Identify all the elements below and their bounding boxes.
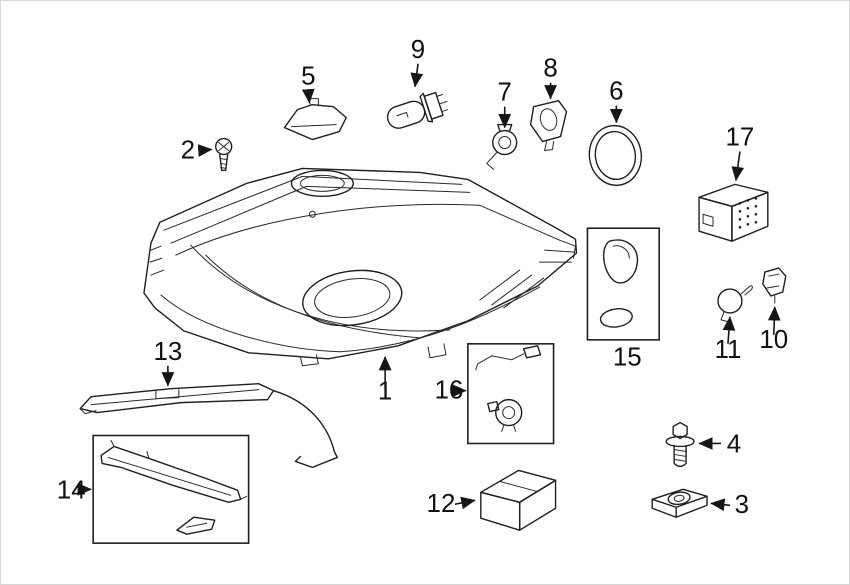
part-label-4: 4 <box>727 430 741 458</box>
headlamp-assembly-drawing <box>143 167 578 367</box>
bulb-drawing <box>386 91 448 129</box>
cover-cap-drawing <box>283 98 347 141</box>
part-label-16: 16 <box>435 377 464 405</box>
bolt-drawing <box>665 421 695 468</box>
part-9-arrow <box>410 63 424 88</box>
part-label-9: 9 <box>411 36 425 64</box>
part-17-arrow <box>731 151 745 182</box>
part-label-1: 1 <box>378 378 392 406</box>
seal-kit-box-drawing <box>586 227 660 341</box>
part-2-arrow <box>197 144 213 157</box>
part-label-11: 11 <box>715 336 742 364</box>
part-3-arrow <box>710 498 731 512</box>
part-5-arrow <box>301 88 315 104</box>
part-label-6: 6 <box>609 78 623 106</box>
part-label-17: 17 <box>726 124 755 152</box>
part-label-8: 8 <box>543 55 557 83</box>
part-label-12: 12 <box>427 490 456 518</box>
part-label-15: 15 <box>613 344 642 372</box>
part-label-10: 10 <box>759 326 788 354</box>
part-label-2: 2 <box>181 136 195 164</box>
trim-strip-kit-box-drawing <box>92 434 250 544</box>
part-11-arrow <box>722 316 736 344</box>
round-bulb-drawing <box>717 285 753 323</box>
bulb-socket-drawing <box>486 123 518 170</box>
wiring-kit-box-drawing <box>467 343 555 445</box>
part-label-5: 5 <box>301 63 315 91</box>
gasket-ring-drawing <box>588 124 643 186</box>
screw-drawing <box>215 137 233 172</box>
bulb-holder-drawing <box>529 99 568 151</box>
part-label-14: 14 <box>57 476 86 504</box>
socket-connector-drawing <box>762 267 787 304</box>
parts-box-drawing <box>480 469 557 531</box>
part-label-7: 7 <box>498 79 512 107</box>
part-label-3: 3 <box>735 491 749 519</box>
clip-nut-drawing <box>651 488 708 518</box>
control-module-drawing <box>698 183 769 242</box>
trim-strip-drawing <box>79 382 338 469</box>
part-label-13: 13 <box>153 338 182 366</box>
part-12-arrow <box>454 496 476 510</box>
part-10-arrow <box>767 306 781 335</box>
